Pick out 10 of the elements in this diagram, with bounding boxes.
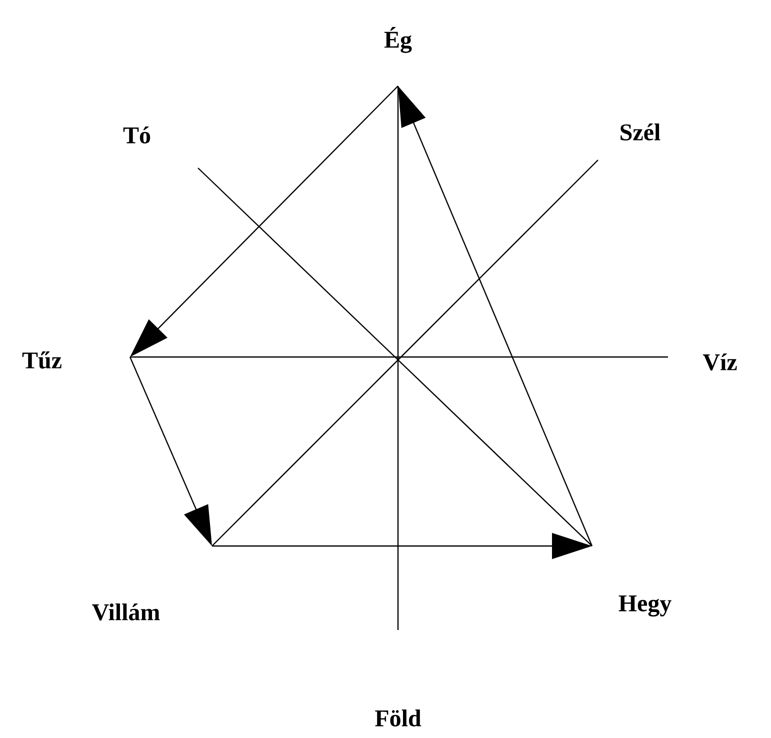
node-label: Hegy	[618, 596, 672, 616]
node-label: Víz	[702, 353, 737, 370]
node-label: Ég	[384, 27, 412, 53]
connector-line	[397, 86, 399, 630]
node-label: Föld	[375, 710, 422, 726]
node-label: Tűz	[22, 351, 62, 369]
connector-line	[130, 356, 668, 358]
node-label: Villám	[92, 603, 160, 620]
node-label: Szél	[620, 124, 660, 140]
node-label: Tó	[123, 126, 150, 144]
